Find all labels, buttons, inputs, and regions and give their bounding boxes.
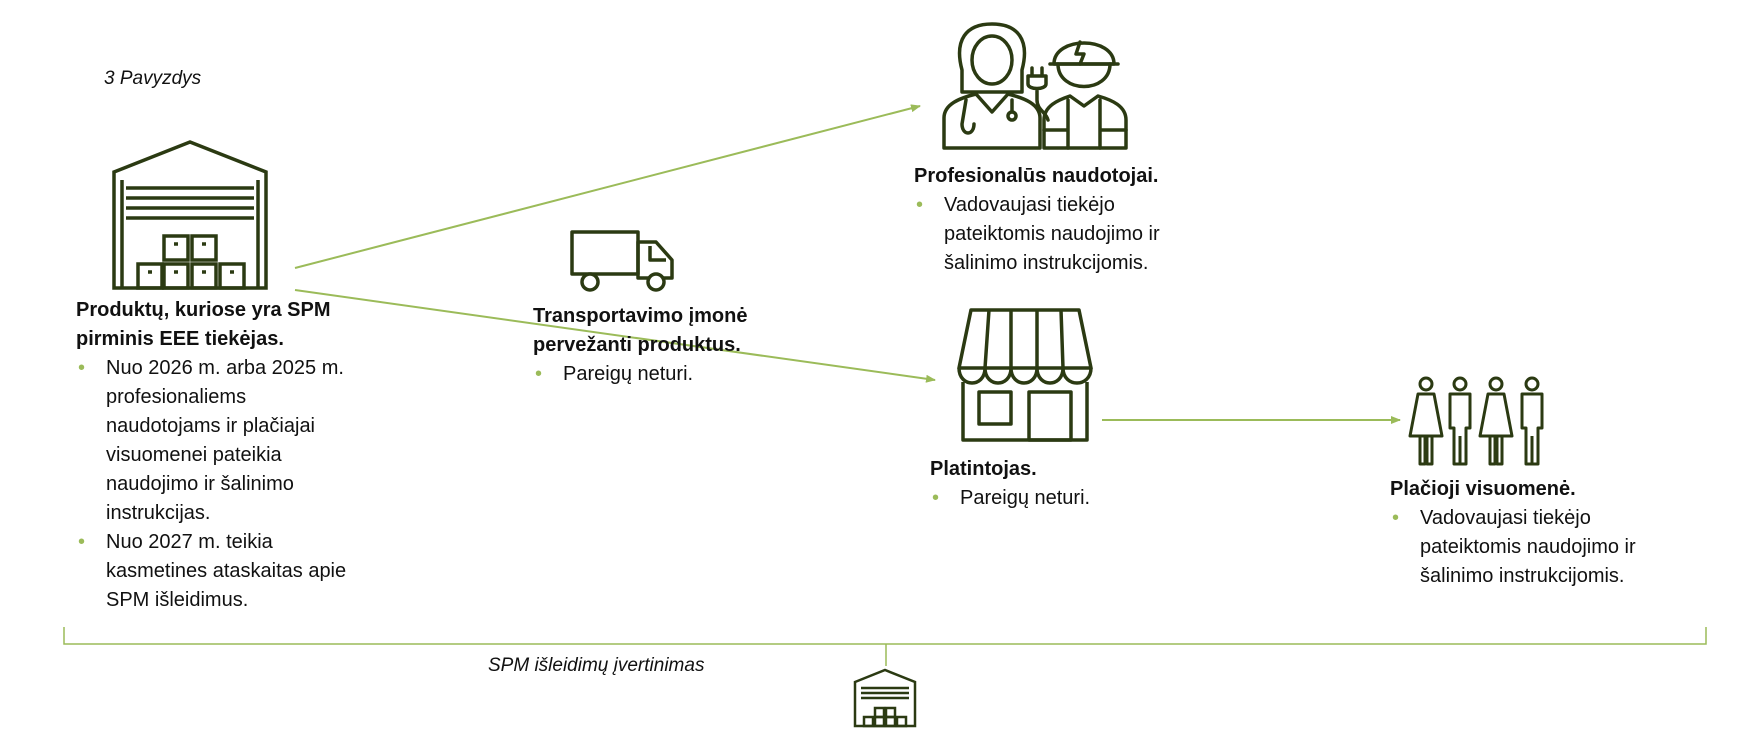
transport-title: Transportavimo įmonė pervežanti produktu… [533,305,748,356]
arrow-supplier-to-distributor [294,289,936,383]
professional-bullets: Vadovaujasi tiekėjo pateiktomis naudojim… [914,191,1204,278]
public-node: Plačioji visuomenė. Vadovaujasi tiekėjo … [1390,475,1690,591]
supplier-bullets: Nuo 2026 m. arba 2025 m. profesionaliems… [76,354,358,615]
supplier-title: Produktų, kuriose yra SPM pirminis EEE t… [76,299,331,350]
truck-icon [568,228,676,292]
distributor-title: Platintojas. [930,458,1037,480]
professional-node: Profesionalūs naudotojai. Vadovaujasi ti… [914,162,1204,278]
list-item: Pareigų neturi. [533,360,773,389]
assessment-bracket [63,627,1707,666]
supplier-node: Produktų, kuriose yra SPM pirminis EEE t… [76,296,358,615]
public-bullets: Vadovaujasi tiekėjo pateiktomis naudojim… [1390,504,1690,591]
transport-bullets: Pareigų neturi. [533,360,773,389]
list-item: Vadovaujasi tiekėjo pateiktomis naudojim… [914,191,1204,278]
warehouse-icon [853,668,917,728]
transport-node: Transportavimo įmonė pervežanti produktu… [533,302,773,389]
list-item: Pareigų neturi. [930,484,1170,513]
people-icon [1408,376,1552,466]
list-item: Vadovaujasi tiekėjo pateiktomis naudojim… [1390,504,1690,591]
example-label: 3 Pavyzdys [104,68,202,89]
professional-title: Profesionalūs naudotojai. [914,165,1159,187]
professionals-icon [940,20,1140,150]
warehouse-icon [110,138,270,290]
shop-icon [955,306,1095,444]
list-item: Nuo 2027 m. teikia kasmetines ataskaitas… [76,528,358,615]
distributor-node: Platintojas. Pareigų neturi. [930,455,1170,513]
bracket-label: SPM išleidimų įvertinimas [488,655,705,676]
public-title: Plačioji visuomenė. [1390,478,1576,500]
list-item: Nuo 2026 m. arba 2025 m. profesionaliems… [76,354,358,528]
distributor-bullets: Pareigų neturi. [930,484,1170,513]
arrow-supplier-to-professional [294,104,921,269]
